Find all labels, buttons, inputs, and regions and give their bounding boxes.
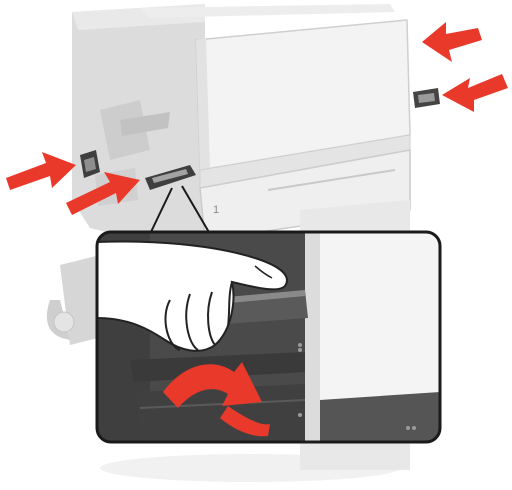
arrow-left-latch	[6, 152, 76, 190]
arrow-top-right	[422, 22, 482, 62]
tray-number-label: 1	[213, 204, 219, 216]
detail-callout	[97, 232, 440, 442]
arrow-right-latch	[442, 74, 508, 112]
right-latch	[413, 88, 440, 108]
